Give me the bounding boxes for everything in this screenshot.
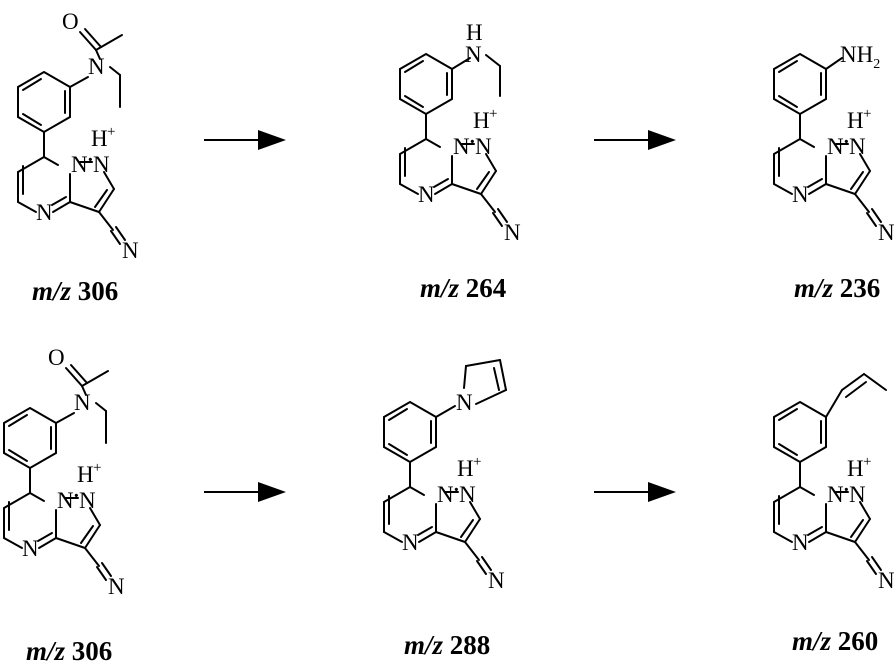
svg-text:H: H [466,20,483,45]
molecule-260 [773,373,894,594]
svg-text:N: N [456,390,473,415]
label-mz-306-bottom: m/z 306 [26,636,112,666]
molecule-264: N H [399,20,522,246]
molecule-236: NH2 [773,42,894,246]
molecule-306-bottom [3,344,126,600]
label-mz-236: m/z 236 [794,273,880,303]
label-mz-288: m/z 288 [404,630,490,660]
label-mz-264: m/z 264 [420,273,506,303]
label-mz-306-top: m/z 306 [32,276,118,306]
svg-text:N: N [465,42,482,67]
molecule-288: N [383,359,507,594]
molecule-306-top [17,8,140,264]
label-mz-260: m/z 260 [792,626,878,656]
svg-text:NH2: NH2 [840,42,880,72]
